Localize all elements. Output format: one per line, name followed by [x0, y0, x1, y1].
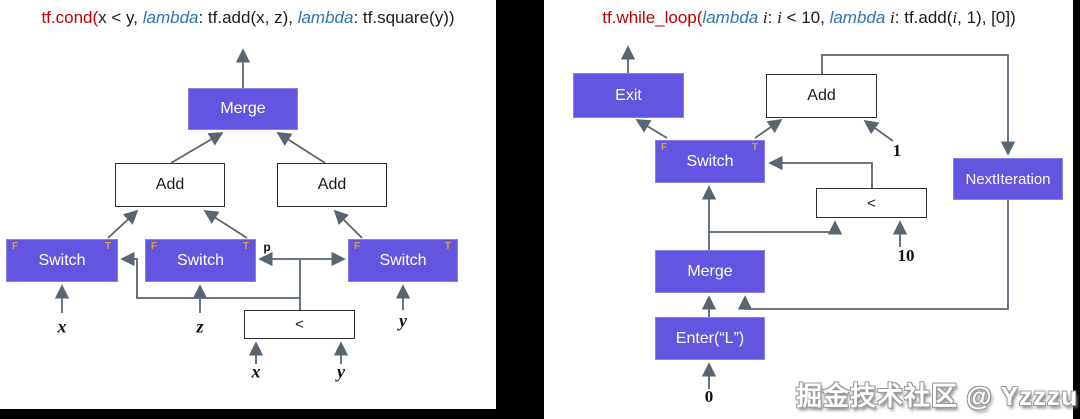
edge-switchy-to-add	[333, 209, 363, 239]
cond-lambda-1: lambda	[142, 8, 199, 27]
node-enter: Enter(“L”)	[655, 317, 765, 360]
while-var-i: i	[762, 8, 768, 27]
node-merge-loop-label: Merge	[687, 262, 733, 280]
node-add-false-label: Add	[317, 176, 347, 193]
edge-addtrue-to-merge	[170, 132, 224, 164]
node-switch-y: F T Switch	[348, 239, 458, 282]
port-false-label: F	[12, 241, 19, 252]
cmp-input-label-y: y	[337, 361, 345, 382]
node-enter-label: Enter(“L”)	[675, 329, 745, 347]
node-merge-loop: Merge	[655, 250, 765, 293]
node-less-loop-label: <	[867, 194, 876, 212]
panel-divider	[496, 0, 544, 419]
edge-switch-false-to-exit	[635, 119, 668, 139]
node-add-false-branch: Add	[277, 163, 387, 207]
while-title: tf.while_loop(lambda i: i < 10, lambda i…	[544, 7, 1074, 29]
node-switch-z-label: Switch	[176, 251, 225, 269]
cond-title: tf.cond(x < y, lambda: tf.add(x, z), lam…	[0, 7, 496, 29]
port-true-label: T	[104, 241, 111, 252]
const-label-ten: 10	[897, 246, 915, 265]
edge-addfalse-to-merge	[276, 132, 326, 164]
input-label-z: z	[196, 316, 204, 337]
node-switch-loop: F T Switch	[655, 140, 765, 183]
edge-switchx-to-add	[107, 209, 139, 239]
node-next-iteration: NextIteration	[953, 158, 1063, 200]
cond-args-2: : tf.add(x, z),	[198, 8, 298, 27]
edge-merge-to-less	[709, 220, 843, 235]
while-body-text: : tf.add(	[894, 8, 953, 27]
while-var-i: i	[952, 8, 958, 27]
edge-one-to-add	[863, 119, 894, 142]
node-merge-cond: Merge	[188, 88, 298, 130]
right-frame-bar	[1073, 0, 1080, 419]
node-switch-z: F T Switch	[145, 239, 256, 282]
bottom-frame-bar	[0, 409, 544, 419]
node-switch-loop-label: Switch	[686, 152, 734, 170]
edge-less-to-switch	[768, 155, 873, 188]
edge-switchz-to-add	[203, 210, 248, 239]
node-add-loop-label: Add	[807, 87, 836, 104]
port-false-label: F	[354, 241, 361, 252]
const-label-zero: 0	[704, 387, 714, 406]
cmp-input-label-x: x	[251, 361, 261, 382]
node-switch-x: F T Switch	[6, 239, 118, 282]
cond-args-3: : tf.square(y))	[353, 8, 455, 27]
input-label-y: y	[399, 310, 407, 331]
port-true-label: T	[242, 241, 249, 252]
node-switch-y-label: Switch	[379, 251, 427, 269]
while-var-i: i	[777, 8, 782, 27]
port-true-label: T	[444, 241, 451, 252]
const-label-one: 1	[892, 141, 902, 160]
while-fn-name: tf.while_loop(	[602, 8, 703, 27]
watermark: 掘金技术社区 @ Yzzzu	[795, 381, 1078, 411]
node-add-true-label: Add	[155, 176, 185, 193]
node-switch-x-label: Switch	[38, 251, 86, 269]
cond-lambda-2: lambda	[297, 8, 354, 27]
predicate-label-p: p	[263, 240, 271, 254]
port-false-label: F	[151, 241, 158, 252]
node-less-cond: <	[244, 310, 355, 339]
while-tail-text: , 1), [0])	[957, 8, 1016, 27]
node-add-true-branch: Add	[115, 163, 225, 207]
node-add-loop: Add	[766, 74, 877, 118]
while-lambda-1: lambda	[702, 8, 763, 27]
cond-args-1: x < y,	[98, 8, 143, 27]
node-exit-label: Exit	[615, 86, 642, 104]
node-next-iteration-label: NextIteration	[965, 170, 1051, 188]
node-less-loop: <	[816, 188, 927, 218]
while-colon-1: :	[767, 8, 778, 27]
cond-fn-name: tf.cond(	[41, 8, 99, 27]
edge-switch-true-to-add	[754, 118, 783, 139]
while-lambda-2: lambda	[829, 8, 891, 27]
node-merge-cond-label: Merge	[220, 100, 266, 117]
while-var-i: i	[890, 8, 895, 27]
node-exit: Exit	[573, 73, 684, 118]
port-false-label: F	[661, 142, 668, 153]
while-cond-text: < 10,	[781, 8, 830, 27]
node-less-cond-label: <	[295, 316, 304, 333]
port-true-label: T	[751, 142, 758, 153]
input-label-x: x	[57, 316, 67, 337]
